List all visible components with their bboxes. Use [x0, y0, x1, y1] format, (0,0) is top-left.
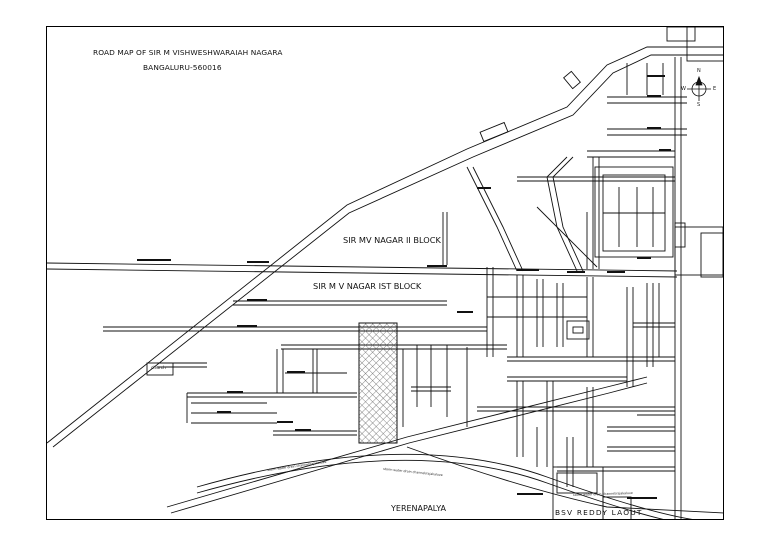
map-subtitle: BANGALURU-560016 [143, 63, 222, 72]
block-i-label: SIR M V NAGAR IST BLOCK [313, 281, 422, 291]
compass-south: S [697, 102, 701, 108]
block-i-streets [103, 300, 507, 436]
map-title: ROAD MAP OF SIR M VISHWESHWARAIAH NAGARA [93, 48, 283, 57]
block-ii-streets [442, 63, 687, 272]
yerenapalya-label: YERENAPALYA [391, 504, 446, 513]
block-ii-label: SIR MV NAGAR II BLOCK [343, 235, 441, 245]
street-label-marks [137, 75, 671, 499]
map-frame: ROAD MAP OF SIR M VISHWESHWARAIAH NAGARA… [46, 26, 724, 520]
eastern-vertical-road [674, 57, 682, 519]
compass-west: W [681, 86, 686, 92]
compass-rose [687, 75, 711, 101]
main-east-west-road [47, 262, 678, 278]
compass-north: N [697, 68, 701, 74]
compass-east: E [713, 86, 717, 92]
road-map-canvas [47, 27, 723, 519]
central-grid-streets [396, 267, 675, 487]
church-box [146, 362, 174, 376]
bsv-reddy-layout-label: BSV REDDY LAOUT [555, 508, 643, 517]
east-block-rectangles [594, 27, 723, 278]
church-label: church [151, 366, 166, 371]
diagonal-main-road [47, 46, 723, 448]
bsv-layout-boxes [552, 466, 632, 519]
